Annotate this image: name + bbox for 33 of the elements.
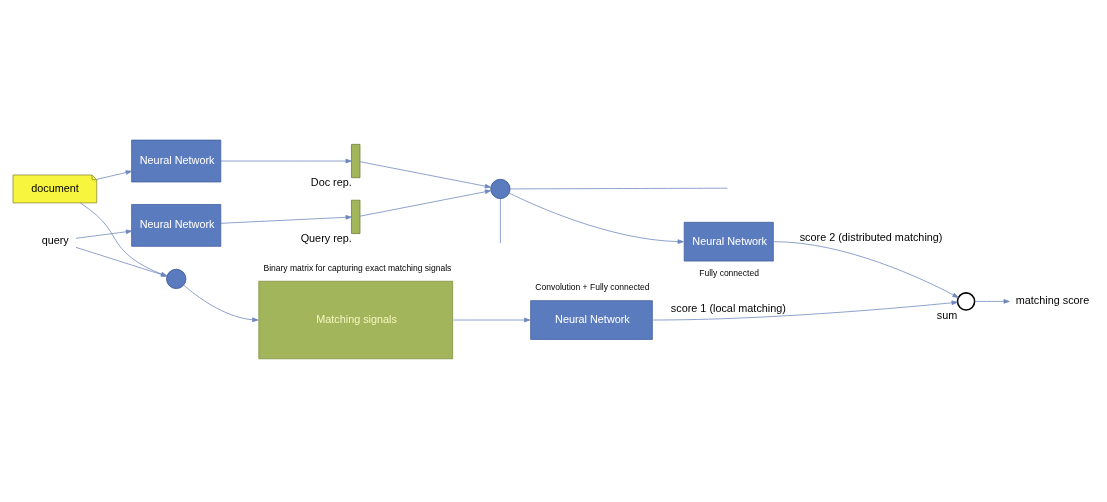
connector xyxy=(500,198,501,244)
node-label: Fully connected xyxy=(699,267,759,278)
arrow xyxy=(183,284,259,323)
node-label: sum xyxy=(936,308,958,321)
node-bar xyxy=(351,144,361,179)
arrow xyxy=(220,215,352,224)
node-circle xyxy=(166,268,187,289)
node-box: Neural Network xyxy=(131,139,222,183)
edge-label: score 2 (distributed matching) xyxy=(799,231,943,244)
node-label: Doc rep. xyxy=(310,176,352,189)
arrow xyxy=(453,317,531,323)
node-label: Query rep. xyxy=(300,232,352,245)
node-bar xyxy=(351,199,361,234)
node-circle xyxy=(490,178,511,200)
arrow xyxy=(79,202,168,277)
connector xyxy=(509,187,728,190)
arrow xyxy=(652,300,958,321)
arrow xyxy=(96,170,132,180)
arrow xyxy=(220,158,352,164)
arrow xyxy=(75,246,168,277)
node-label: Convolution + Fully connected xyxy=(535,282,650,293)
arrow xyxy=(773,241,959,298)
edge-label: score 1 (local matching) xyxy=(670,302,786,315)
arrow xyxy=(974,299,1010,304)
node-box: Neural Network xyxy=(131,204,222,247)
arrow xyxy=(359,161,492,189)
arrow xyxy=(508,192,684,244)
arrow xyxy=(75,229,132,239)
node-circle xyxy=(956,292,976,311)
node-text: query xyxy=(41,233,69,246)
node-label: Binary matrix for capturing exact matching signals xyxy=(263,263,452,274)
arrow xyxy=(359,189,492,217)
node-text: matching score xyxy=(1015,294,1090,307)
